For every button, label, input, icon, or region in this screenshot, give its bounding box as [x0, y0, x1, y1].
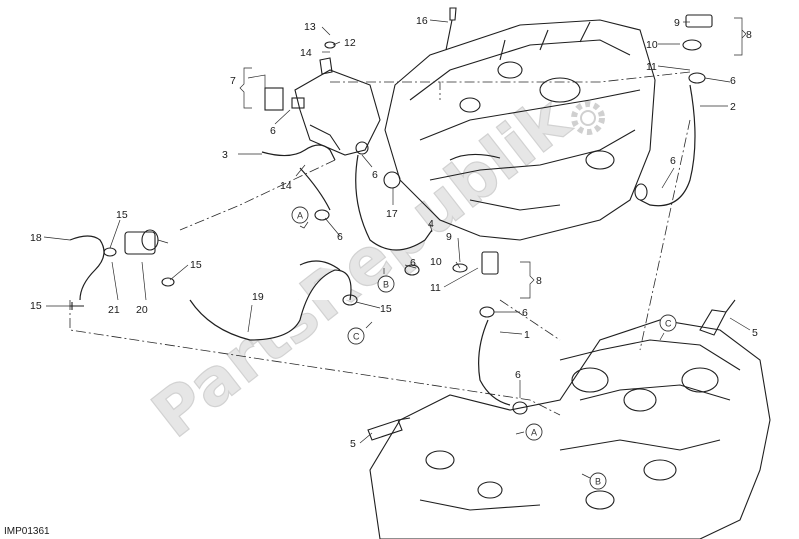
svg-text:C: C: [665, 319, 672, 329]
callout-18: 18: [30, 232, 42, 244]
callout-10: 10: [430, 256, 442, 268]
ref-circle-b: B: [581, 472, 607, 490]
callout-15: 15: [116, 209, 128, 221]
hose-upper-center: [299, 260, 341, 271]
callout-7: 7: [230, 75, 236, 87]
secondary-air-valve: [124, 231, 156, 255]
svg-text:B: B: [595, 477, 601, 487]
lower-engine-block: [369, 319, 771, 539]
callout-20: 20: [136, 304, 148, 316]
callout-14: 14: [280, 180, 292, 192]
svg-text:A: A: [297, 211, 303, 221]
callout-1: 1: [524, 329, 530, 341]
solenoid-bracket-assembly: [264, 57, 381, 156]
callout-21: 21: [108, 304, 120, 316]
callout-3: 3: [222, 149, 228, 161]
callout-6: 6: [730, 75, 736, 87]
callout-15: 15: [380, 303, 392, 315]
svg-text:C: C: [353, 332, 360, 342]
svg-text:B: B: [383, 280, 389, 290]
callout-9: 9: [446, 231, 452, 243]
callouts: 13 12 14 7 6 3 14 6 17 4 16 9 10 11 6 8 …: [30, 15, 758, 450]
callout-9: 9: [674, 17, 680, 29]
callout-19: 19: [252, 291, 264, 303]
clamp: [70, 302, 84, 310]
callout-11: 11: [430, 282, 441, 294]
clamp: [103, 247, 117, 257]
callout-11: 11: [646, 61, 657, 73]
small-parts: [70, 7, 736, 441]
callout-8: 8: [536, 275, 542, 287]
callout-5: 5: [752, 327, 758, 339]
connection-lines: [69, 71, 691, 416]
spark-plug: [699, 299, 736, 336]
hoses: [69, 84, 696, 406]
callout-6: 6: [270, 125, 276, 137]
callout-8: 8: [746, 29, 752, 41]
watermark-text: PartsRepublik: [139, 83, 584, 453]
hose-18: [69, 235, 105, 301]
callout-16: 16: [416, 15, 428, 27]
ref-circle-b: B: [377, 268, 395, 293]
callout-14: 14: [300, 47, 312, 59]
clamp: [161, 277, 175, 287]
callout-6: 6: [337, 231, 343, 243]
callout-5: 5: [350, 438, 356, 450]
hose-3: [261, 144, 336, 161]
hose-4: [355, 154, 433, 251]
callout-6: 6: [670, 155, 676, 167]
spark-plug: [367, 417, 411, 441]
ref-circle-a: A: [515, 423, 543, 441]
callout-6: 6: [410, 257, 416, 269]
callout-15: 15: [30, 300, 42, 312]
callout-2: 2: [730, 101, 736, 113]
gear-icon: [571, 101, 605, 135]
clamp: [342, 294, 358, 306]
callout-6: 6: [522, 307, 528, 319]
ref-circle-c: C: [347, 321, 373, 345]
hose-2: [639, 84, 696, 207]
leader-lines: [43, 17, 751, 444]
pressure-sensor: [481, 251, 499, 275]
hose-1: [478, 319, 511, 406]
ref-circle-a: A: [291, 206, 309, 229]
callout-6: 6: [515, 369, 521, 381]
screw: [445, 7, 457, 51]
ref-circle-c: C: [659, 314, 677, 341]
callout-17: 17: [386, 208, 398, 220]
watermark: PartsRepublik: [139, 82, 585, 453]
reference-circles: A B C A B C: [291, 206, 677, 490]
pressure-sensor: [685, 14, 713, 28]
callout-10: 10: [646, 39, 658, 51]
callout-15: 15: [190, 259, 202, 271]
callout-12: 12: [344, 37, 356, 49]
hose-19: [189, 269, 352, 341]
hose-14: [299, 167, 331, 211]
callout-6: 6: [372, 169, 378, 181]
image-code: IMP01361: [4, 526, 50, 537]
callout-13: 13: [304, 21, 316, 33]
callout-4: 4: [428, 218, 434, 230]
upper-cylinder-head: [384, 19, 656, 241]
svg-text:A: A: [531, 428, 537, 438]
